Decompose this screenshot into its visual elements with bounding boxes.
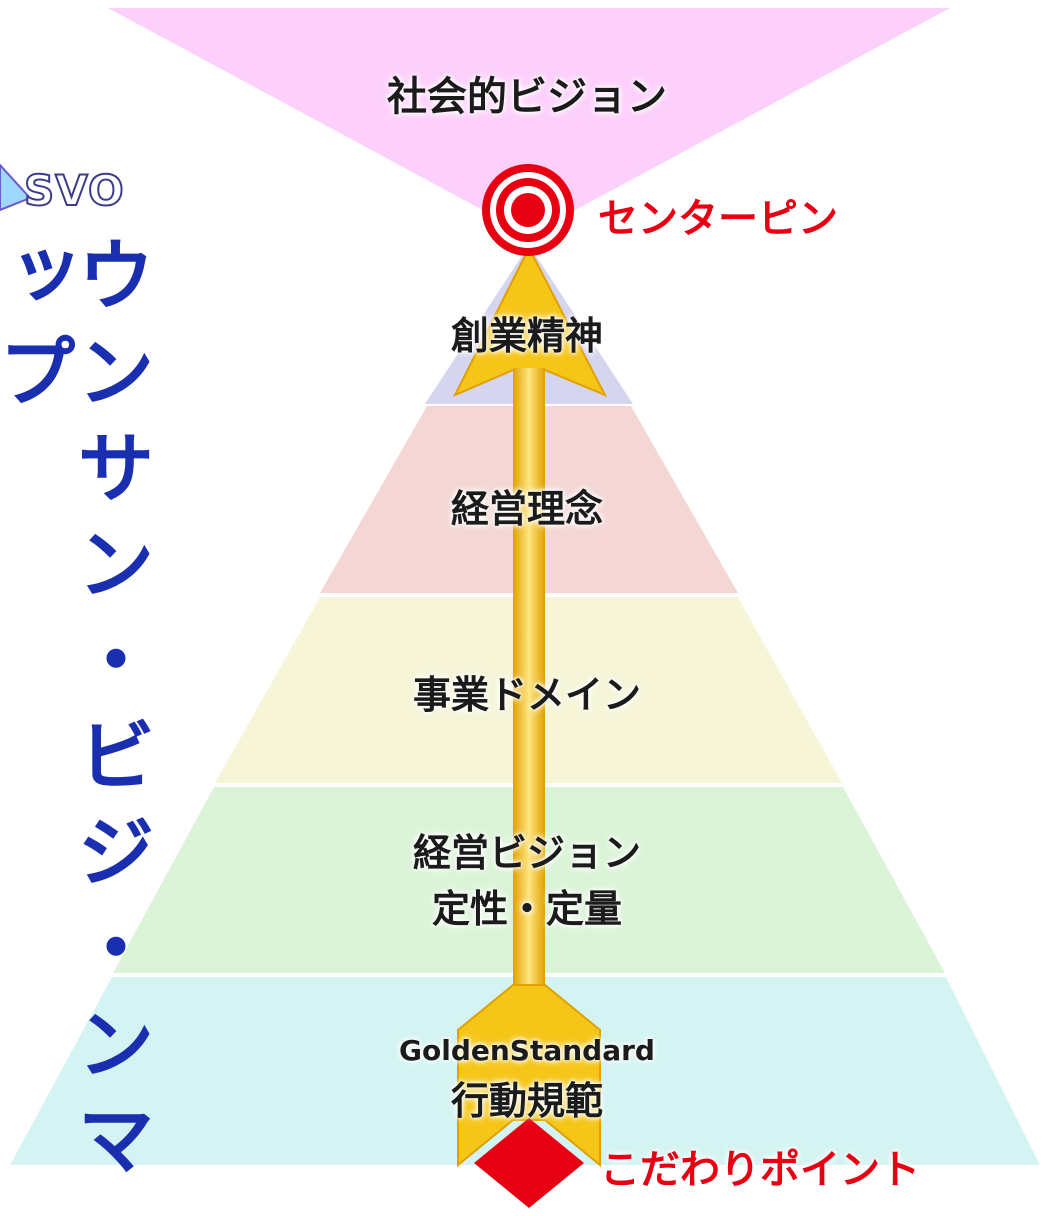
layer-3-label: 事業ドメイン (412, 673, 642, 717)
center-pin-label: センターピン (598, 196, 838, 242)
logo-triangle-icon (0, 163, 32, 212)
layer-5-label: 行動規範 (450, 1079, 604, 1123)
layer-5-prefix: GoldenStandard (399, 1034, 655, 1067)
company-logo: SVO (23, 165, 125, 216)
top-vision-band (108, 8, 950, 235)
layer-2-label: 経営理念 (450, 487, 604, 531)
arrow-shaft (513, 368, 545, 1040)
top-vision-label: 社会的ビジョン (387, 74, 667, 120)
target-icon (482, 164, 574, 256)
layer-1-label: 創業精神 (450, 314, 604, 358)
side-vertical-title: ウンサン・ビジ・ンマップ (0, 235, 154, 1195)
kodawari-diamond (474, 1118, 584, 1208)
arrow-fletching (457, 984, 601, 1168)
layer-4-label: 経営ビジョン (412, 831, 642, 875)
kodawari-point-label: こだわりポイント (600, 1147, 920, 1193)
layer-4-sublabel: 定性・定量 (431, 887, 623, 931)
